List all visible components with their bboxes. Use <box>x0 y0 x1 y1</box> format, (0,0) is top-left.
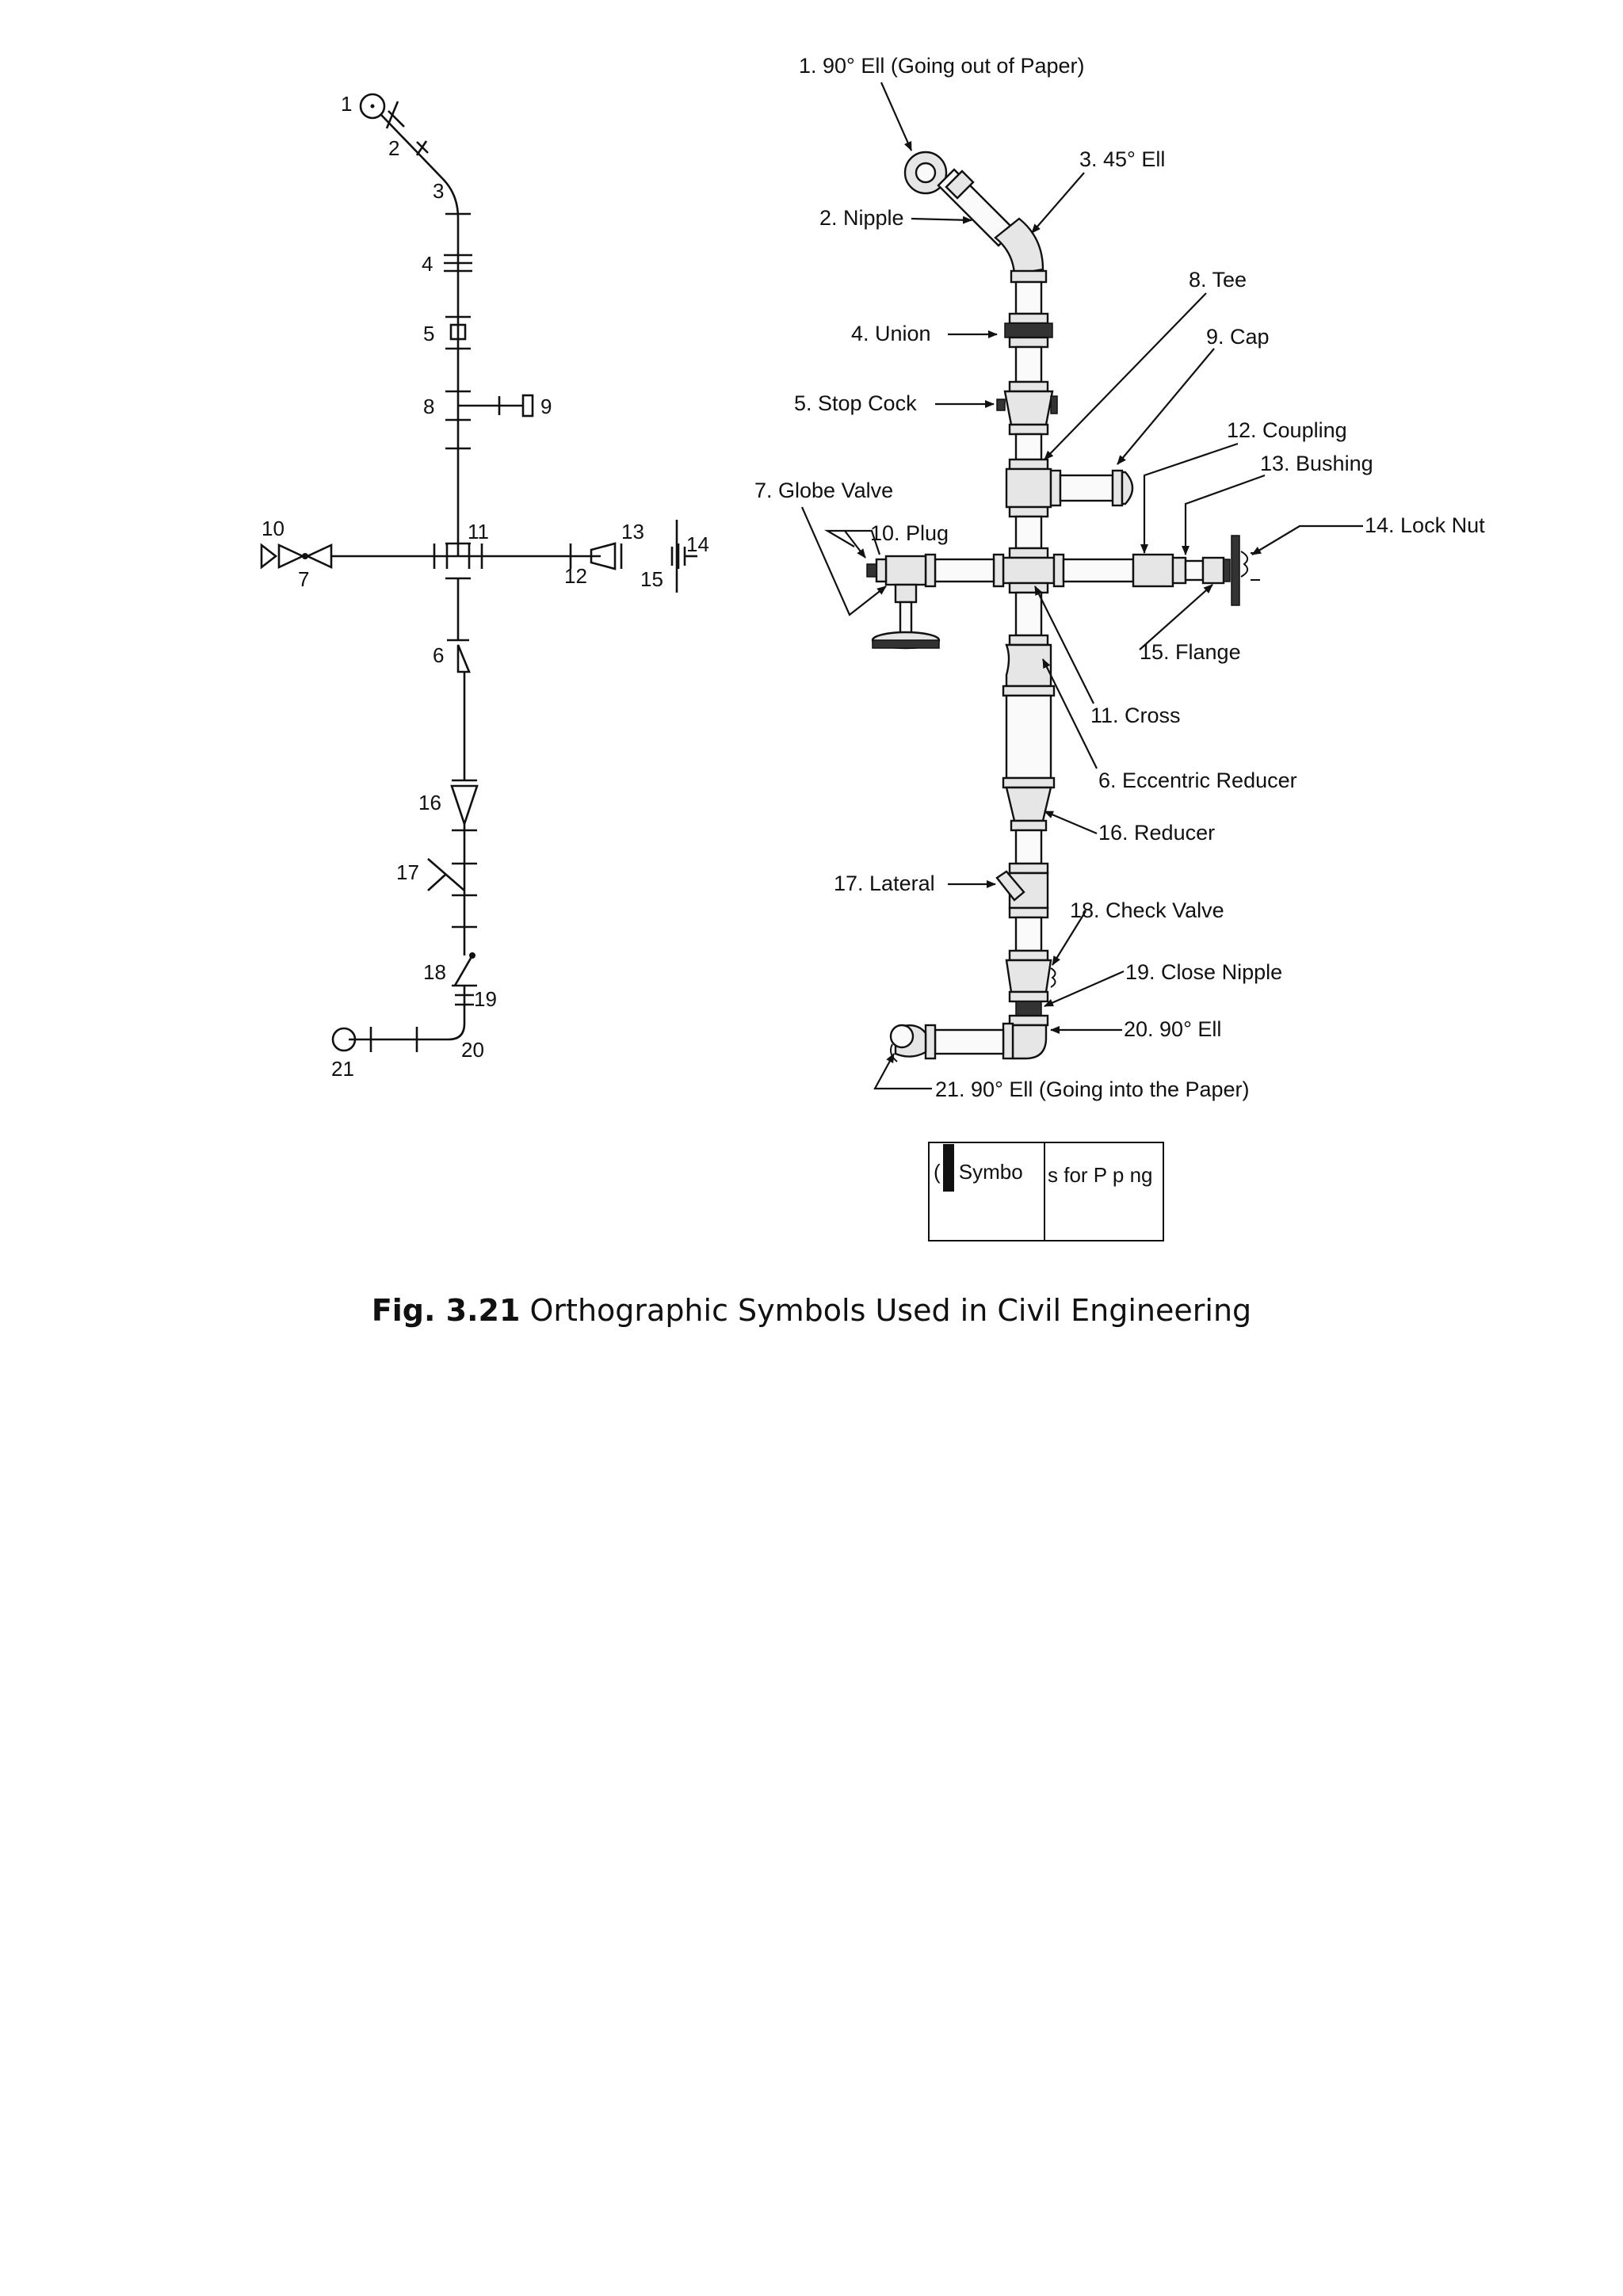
schem-num-16: 16 <box>418 791 441 814</box>
schem-num-6: 6 <box>433 643 444 667</box>
label-plug: 10. Plug <box>870 521 949 545</box>
schem-num-19: 19 <box>474 987 497 1011</box>
schem-num-9: 9 <box>540 395 552 418</box>
label-close-nipple: 19. Close Nipple <box>1125 960 1282 984</box>
label-globe-valve: 7. Globe Valve <box>754 479 893 502</box>
label-tee: 8. Tee <box>1189 268 1247 292</box>
label-stop-cock: 5. Stop Cock <box>794 391 917 415</box>
schem-num-21: 21 <box>331 1057 354 1081</box>
schem-num-4: 4 <box>422 252 433 276</box>
schem-num-10: 10 <box>262 517 285 540</box>
sub-caption-box: ( ) Symbo s for P p ng <box>928 1142 1164 1241</box>
pictorial-diagram: 1. 90° Ell (Going out of Paper) 2. Nippl… <box>754 54 1485 1101</box>
schem-num-7: 7 <box>298 567 309 591</box>
label-reducer: 16. Reducer <box>1098 821 1215 845</box>
schem-num-17: 17 <box>396 860 419 884</box>
ell-out-of-paper-symbol <box>359 93 386 120</box>
figure-caption: Fig. 3.21 Orthographic Symbols Used in C… <box>0 1293 1623 1328</box>
label-45-ell: 3. 45° Ell <box>1079 147 1165 171</box>
schem-num-11: 11 <box>468 520 489 543</box>
label-lock-nut: 14. Lock Nut <box>1365 513 1485 537</box>
schematic-diagram: 1 2 3 4 5 8 9 10 7 11 13 12 15 14 6 16 1… <box>260 92 709 1081</box>
label-eccentric-reducer: 6. Eccentric Reducer <box>1098 769 1297 792</box>
label-90-ell-out: 1. 90° Ell (Going out of Paper) <box>799 54 1085 78</box>
schem-num-20: 20 <box>461 1038 484 1062</box>
schem-num-3: 3 <box>433 179 444 203</box>
schem-num-8: 8 <box>423 395 434 418</box>
label-lateral: 17. Lateral <box>834 871 935 895</box>
label-bushing: 13. Bushing <box>1260 452 1373 475</box>
schem-num-15: 15 <box>640 567 663 591</box>
label-flange: 15. Flange <box>1140 640 1241 664</box>
leader-arrows <box>800 82 1363 1090</box>
figure-number: Fig. 3.21 <box>371 1293 521 1328</box>
label-union: 4. Union <box>851 322 931 345</box>
label-cross: 11. Cross <box>1090 704 1181 727</box>
label-90-ell: 20. 90° Ell <box>1124 1017 1221 1041</box>
label-coupling: 12. Coupling <box>1227 418 1347 442</box>
label-nipple: 2. Nipple <box>819 206 904 230</box>
sub-caption-right: s for P p ng <box>1048 1163 1153 1187</box>
label-cap: 9. Cap <box>1206 325 1270 349</box>
label-90-ell-into: 21. 90° Ell (Going into the Paper) <box>935 1077 1250 1101</box>
schem-num-13: 13 <box>621 520 644 543</box>
schem-num-2: 2 <box>388 136 399 160</box>
schem-num-1: 1 <box>341 92 352 116</box>
piping-symbols-figure: 1 2 3 4 5 8 9 10 7 11 13 12 15 14 6 16 1… <box>260 54 1485 1241</box>
label-check-valve: 18. Check Valve <box>1070 898 1224 922</box>
schem-num-12: 12 <box>564 564 587 588</box>
schem-num-5: 5 <box>423 322 434 345</box>
redaction-block <box>943 1144 954 1192</box>
schem-num-14: 14 <box>686 532 709 556</box>
schem-num-18: 18 <box>423 960 446 984</box>
figure-title: Orthographic Symbols Used in Civil Engin… <box>520 1293 1252 1328</box>
sub-caption-left: ( ) Symbo <box>934 1160 1023 1184</box>
